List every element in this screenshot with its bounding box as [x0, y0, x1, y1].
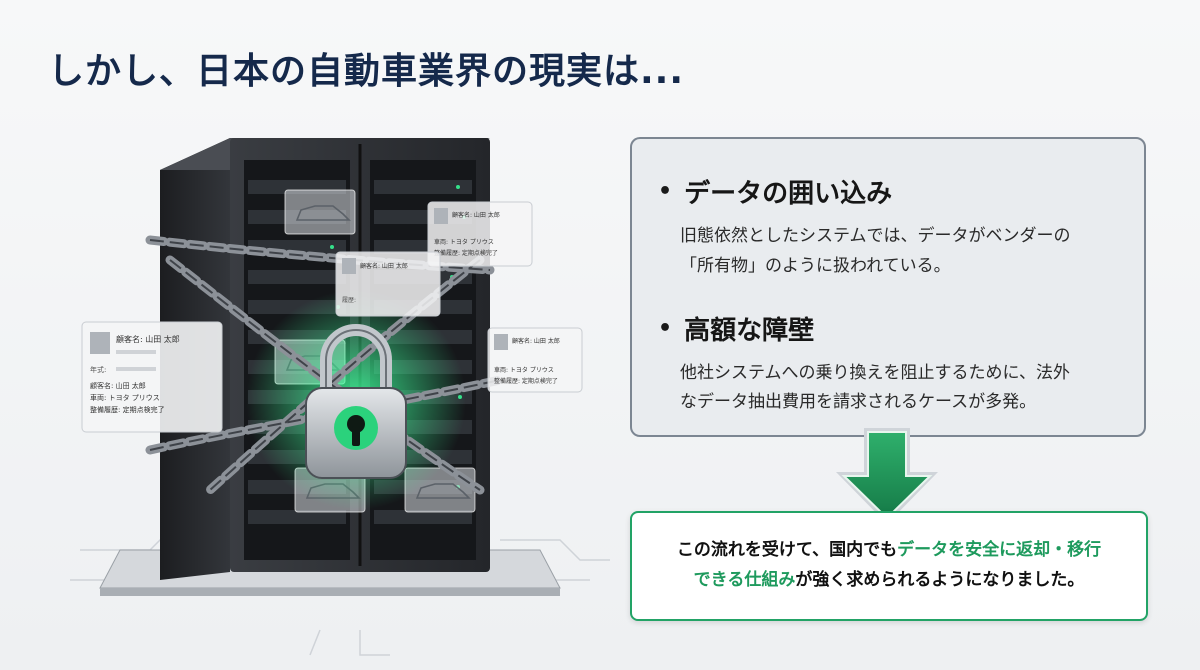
down-arrow-icon: [832, 426, 942, 526]
svg-text:顧客名: 山田 太郎: 顧客名: 山田 太郎: [512, 337, 560, 345]
svg-text:整備履歴: 定期点検完了: 整備履歴: 定期点検完了: [494, 377, 558, 385]
padlock-icon: [305, 324, 407, 479]
point-body: 旧態依然としたシステムでは、データがベンダーの 「所有物」のように扱われている。: [680, 222, 1114, 282]
conclusion-line-2: できる仕組みが強く求められるようになりました。: [694, 566, 1085, 596]
customer-card-right: 顧客名: 山田 太郎 車両: トヨタ プリウス 整備履歴: 定期点検完了: [487, 327, 583, 393]
svg-text:履歴:: 履歴:: [342, 297, 356, 304]
issues-panel: • データの囲い込み 旧態依然としたシステムでは、データがベンダーの 「所有物」…: [630, 137, 1146, 437]
bullet-icon: •: [658, 315, 673, 341]
svg-text:顧客名: 山田 太郎: 顧客名: 山田 太郎: [116, 334, 180, 344]
svg-text:車両: トヨタ プリウス: 車両: トヨタ プリウス: [90, 393, 160, 402]
customer-card-left: 顧客名: 山田 太郎 年式: 顧客名: 山田 太郎 車両: トヨタ プリウス 整…: [81, 321, 223, 433]
conclusion-highlight: できる仕組み: [693, 570, 796, 590]
conclusion-highlight: データを安全に返却・移行: [897, 540, 1102, 561]
point-high-barrier: • 高額な障壁 他社システムへの乗り換えを阻止するために、法外 なデータ抽出費用…: [658, 310, 1114, 419]
bullet-icon: •: [658, 179, 673, 204]
point-body: 他社システムへの乗り換えを阻止するために、法外 なデータ抽出費用を請求されるケー…: [680, 359, 1114, 419]
point-body-line: 「所有物」のように扱われている。: [680, 255, 951, 276]
svg-text:車両: トヨタ プリウス: 車両: トヨタ プリウス: [494, 366, 554, 374]
customer-card-top: 顧客名: 山田 太郎 車両: トヨタ プリウス 整備履歴: 定期点検完了: [427, 201, 533, 267]
svg-text:整備履歴: 定期点検完了: 整備履歴: 定期点検完了: [434, 249, 498, 257]
conclusion-box: この流れを受けて、国内でもデータを安全に返却・移行 できる仕組みが強く求められる…: [630, 511, 1148, 621]
customer-card-mid: 顧客名: 山田 太郎 履歴:: [335, 251, 441, 317]
conclusion-line-1: この流れを受けて、国内でもデータを安全に返却・移行: [677, 536, 1101, 566]
conclusion-text: この流れを受けて、国内でも: [676, 540, 898, 561]
point-data-lock-in: • データの囲い込み 旧態依然としたシステムでは、データがベンダーの 「所有物」…: [658, 173, 1114, 282]
point-body-line: 旧態依然としたシステムでは、データがベンダーの: [680, 226, 1071, 246]
svg-text:顧客名: 山田 太郎: 顧客名: 山田 太郎: [90, 381, 146, 390]
point-body-line: なデータ抽出費用を請求されるケースが多発。: [680, 392, 1037, 413]
conclusion-text: が強く求められるようになりました。: [795, 570, 1085, 590]
svg-text:車両: トヨタ プリウス: 車両: トヨタ プリウス: [434, 238, 494, 246]
locked-server-illustration: 顧客名: 山田 太郎 年式: 顧客名: 山田 太郎 車両: トヨタ プリウス 整…: [60, 110, 620, 670]
svg-text:年式:: 年式:: [90, 365, 106, 374]
svg-text:顧客名: 山田 太郎: 顧客名: 山田 太郎: [360, 262, 408, 270]
point-title: 高額な障壁: [684, 315, 815, 346]
point-title: データの囲い込み: [684, 179, 893, 209]
svg-text:顧客名: 山田 太郎: 顧客名: 山田 太郎: [452, 211, 500, 219]
point-body-line: 他社システムへの乗り換えを阻止するために、法外: [680, 362, 1070, 383]
page-title: しかし、日本の自動車業界の現実は...: [48, 51, 685, 92]
svg-text:整備履歴: 定期点検完了: 整備履歴: 定期点検完了: [90, 405, 165, 414]
